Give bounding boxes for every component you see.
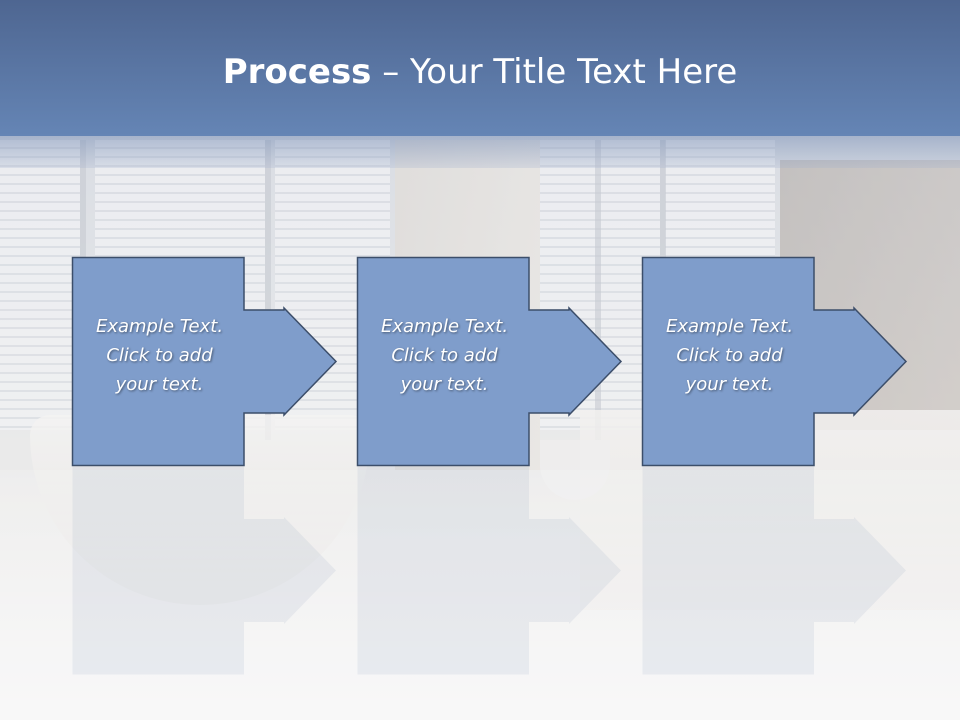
title-band [0, 136, 960, 168]
title-bold: Process [222, 52, 372, 92]
slide-title[interactable]: Process – Your Title Text Here [0, 52, 960, 92]
step-arrow-shape [356, 256, 623, 467]
step-arrow-shape [71, 256, 338, 467]
step-3-text: Example Text. Click to add your text. [665, 316, 794, 395]
process-step-2[interactable]: Example Text. Click to add your text. [356, 256, 623, 467]
step-1-reflection [72, 466, 336, 675]
title-bar [0, 0, 960, 136]
step-arrow-shape [641, 256, 908, 467]
process-step-1[interactable]: Example Text. Click to add your text. [71, 256, 338, 467]
step-1-text: Example Text. Click to add your text. [95, 316, 224, 395]
step-3-reflection [642, 466, 906, 675]
process-step-3[interactable]: Example Text. Click to add your text. [641, 256, 908, 467]
window-frame [595, 140, 601, 440]
step-2-text: Example Text. Click to add your text. [380, 316, 509, 395]
step-2-reflection [357, 466, 621, 675]
floor-reflection [0, 470, 960, 720]
window-blinds-left [0, 140, 80, 430]
title-rest: – Your Title Text Here [371, 52, 738, 92]
window-frame [265, 140, 271, 440]
